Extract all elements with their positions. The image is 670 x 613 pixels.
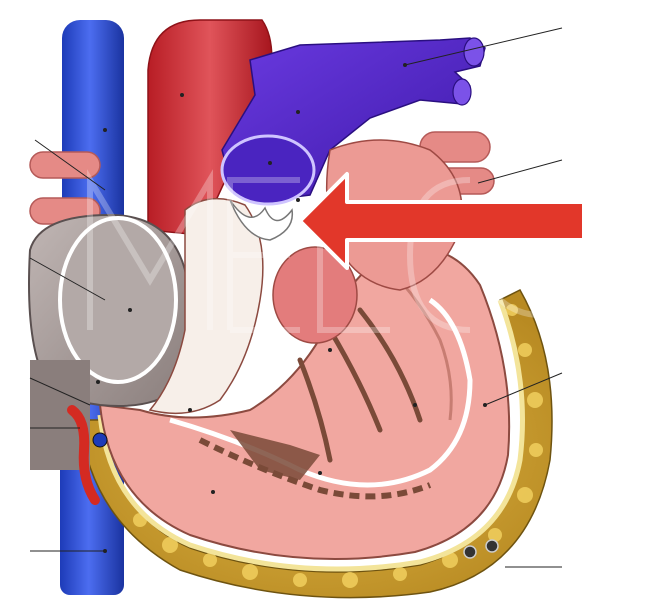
- leader-line: [404, 27, 563, 66]
- right-atrium: [28, 213, 192, 470]
- marker-dot: [296, 198, 300, 202]
- marker-dot: [403, 63, 407, 67]
- marker-dot: [318, 471, 322, 475]
- marker-dot: [268, 161, 272, 165]
- leader-line: [34, 139, 106, 191]
- marker-dot: [103, 549, 107, 553]
- highlight-arrow: [298, 172, 586, 270]
- leader-line: [484, 372, 563, 406]
- tricuspid-region: [148, 197, 264, 415]
- marker-dot: [180, 93, 184, 97]
- pulmonary-artery: [220, 37, 486, 206]
- marker-dot: [413, 403, 417, 407]
- marker-dot: [483, 403, 487, 407]
- leader-lines: [29, 27, 563, 568]
- leader-line: [29, 377, 91, 406]
- marker-dot: [328, 348, 332, 352]
- structure-markers: [96, 63, 487, 553]
- leader-line: [29, 257, 106, 301]
- watermark: [87, 169, 603, 333]
- marker-dot: [188, 408, 192, 412]
- pulmonary-valve: [229, 199, 294, 241]
- marker-dot: [103, 128, 107, 132]
- pericardium: [97, 299, 525, 572]
- marker-dot: [211, 490, 215, 494]
- coronary-vessels: [67, 405, 499, 559]
- marker-dot: [296, 110, 300, 114]
- marker-dot: [128, 308, 132, 312]
- marker-dot: [96, 380, 100, 384]
- leader-line: [477, 159, 563, 184]
- epicardial-fat: [79, 289, 553, 599]
